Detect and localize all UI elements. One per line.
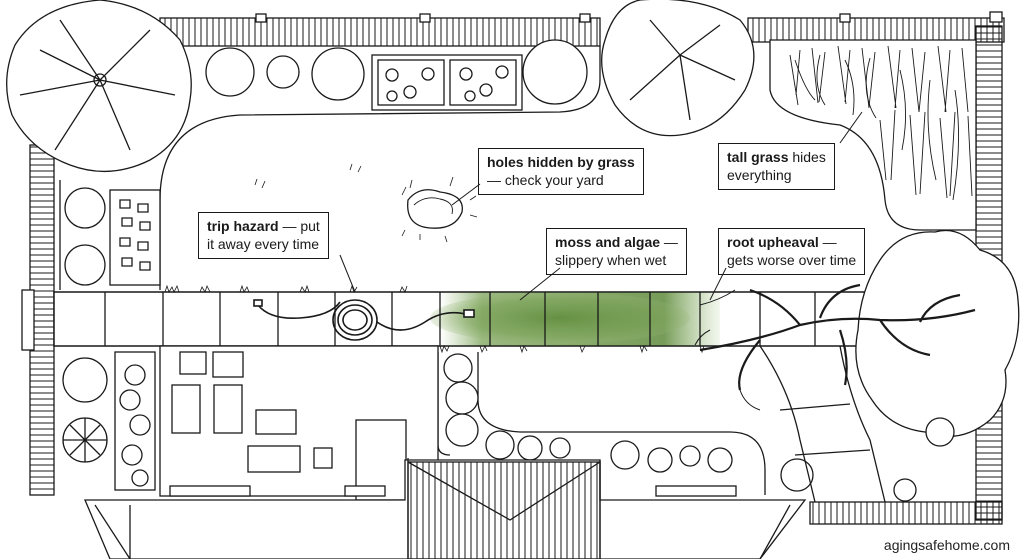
patio — [159, 345, 439, 501]
fence-bottom-right — [809, 501, 1003, 525]
site-credit: agingsafehome.com — [883, 537, 1010, 553]
leader-tall-grass — [839, 111, 863, 144]
leader-moss — [519, 267, 561, 301]
callout-holes-bold: holes hidden by grass — [487, 154, 635, 170]
callout-trip-bold: trip hazard — [207, 218, 279, 234]
shrubs-top — [205, 39, 588, 105]
leader-holes — [451, 183, 481, 206]
garden-hose — [253, 299, 475, 341]
callout-root-upheaval: root upheaval — gets worse over time — [718, 228, 866, 275]
callout-trip-hazard: trip hazard — put it away every time — [198, 212, 329, 259]
shrubs-lower — [443, 353, 917, 502]
callout-root-text2: gets worse over time — [727, 252, 857, 268]
tree-right — [694, 229, 1020, 447]
planters-top — [371, 54, 523, 111]
tall-grass — [789, 45, 973, 201]
walkway — [53, 284, 977, 354]
shrubs-left — [64, 187, 161, 286]
tree-top-middle — [601, 0, 755, 137]
callout-moss-text1: — — [660, 234, 678, 250]
callout-holes: holes hidden by grass — check your yard — [478, 148, 644, 195]
callout-tall-grass-bold: tall grass — [727, 149, 789, 165]
lawn-hole — [254, 163, 478, 243]
tree-roots — [699, 283, 976, 391]
shrubs-lower-left — [62, 351, 156, 491]
upper-lawn-edge — [159, 46, 601, 290]
callout-root-bold: root upheaval — [727, 234, 819, 250]
callout-moss-bold: moss and algae — [555, 234, 661, 250]
callout-tall-grass-text1: hides — [788, 149, 826, 165]
lower-lawn-edge — [477, 352, 766, 495]
callout-trip-text1: — put — [278, 218, 320, 234]
leader-trip — [339, 254, 356, 293]
callout-root-text1: — — [818, 234, 837, 250]
callout-moss: moss and algae — slippery when wet — [546, 228, 687, 275]
callout-trip-text2: it away every time — [207, 236, 320, 252]
tree-top-left — [6, 0, 192, 173]
callout-holes-text: — check your yard — [487, 172, 604, 188]
callout-tall-grass-text2: everything — [727, 167, 792, 183]
leader-root — [709, 267, 727, 301]
house-roof — [84, 458, 807, 559]
stone-path — [759, 345, 886, 503]
callout-tall-grass: tall grass hides everything — [718, 143, 835, 190]
callout-moss-text2: slippery when wet — [555, 252, 667, 268]
fence-top — [159, 11, 1005, 47]
tall-grass-bed — [769, 39, 977, 231]
fence-left — [21, 144, 55, 496]
